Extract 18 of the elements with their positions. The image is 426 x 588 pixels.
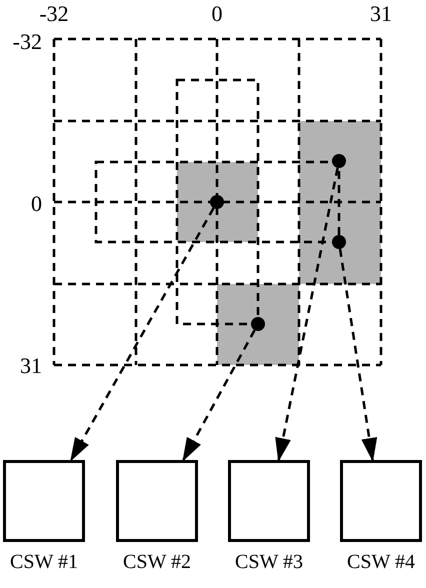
dot	[251, 317, 265, 331]
box-label: CSW #2	[123, 552, 191, 572]
dashed-arrow	[275, 168, 339, 462]
dot	[332, 154, 346, 168]
axis-tick-label: 0	[31, 193, 42, 215]
box-label: CSW #3	[235, 552, 303, 572]
box-label: CSW #1	[10, 552, 78, 572]
axis-tick-label: 31	[20, 355, 42, 377]
dashed-arrow	[338, 248, 378, 462]
axis-tick-label: 31	[370, 3, 392, 25]
dot	[332, 235, 346, 249]
dashed-arrow	[182, 330, 256, 462]
axis-tick-label: -32	[39, 3, 69, 25]
axis-tick-label: 0	[212, 3, 222, 25]
box-label: CSW #4	[347, 552, 415, 572]
axis-tick-label: -32	[12, 31, 42, 53]
dot	[210, 195, 224, 209]
dashed-arrow	[70, 207, 215, 462]
